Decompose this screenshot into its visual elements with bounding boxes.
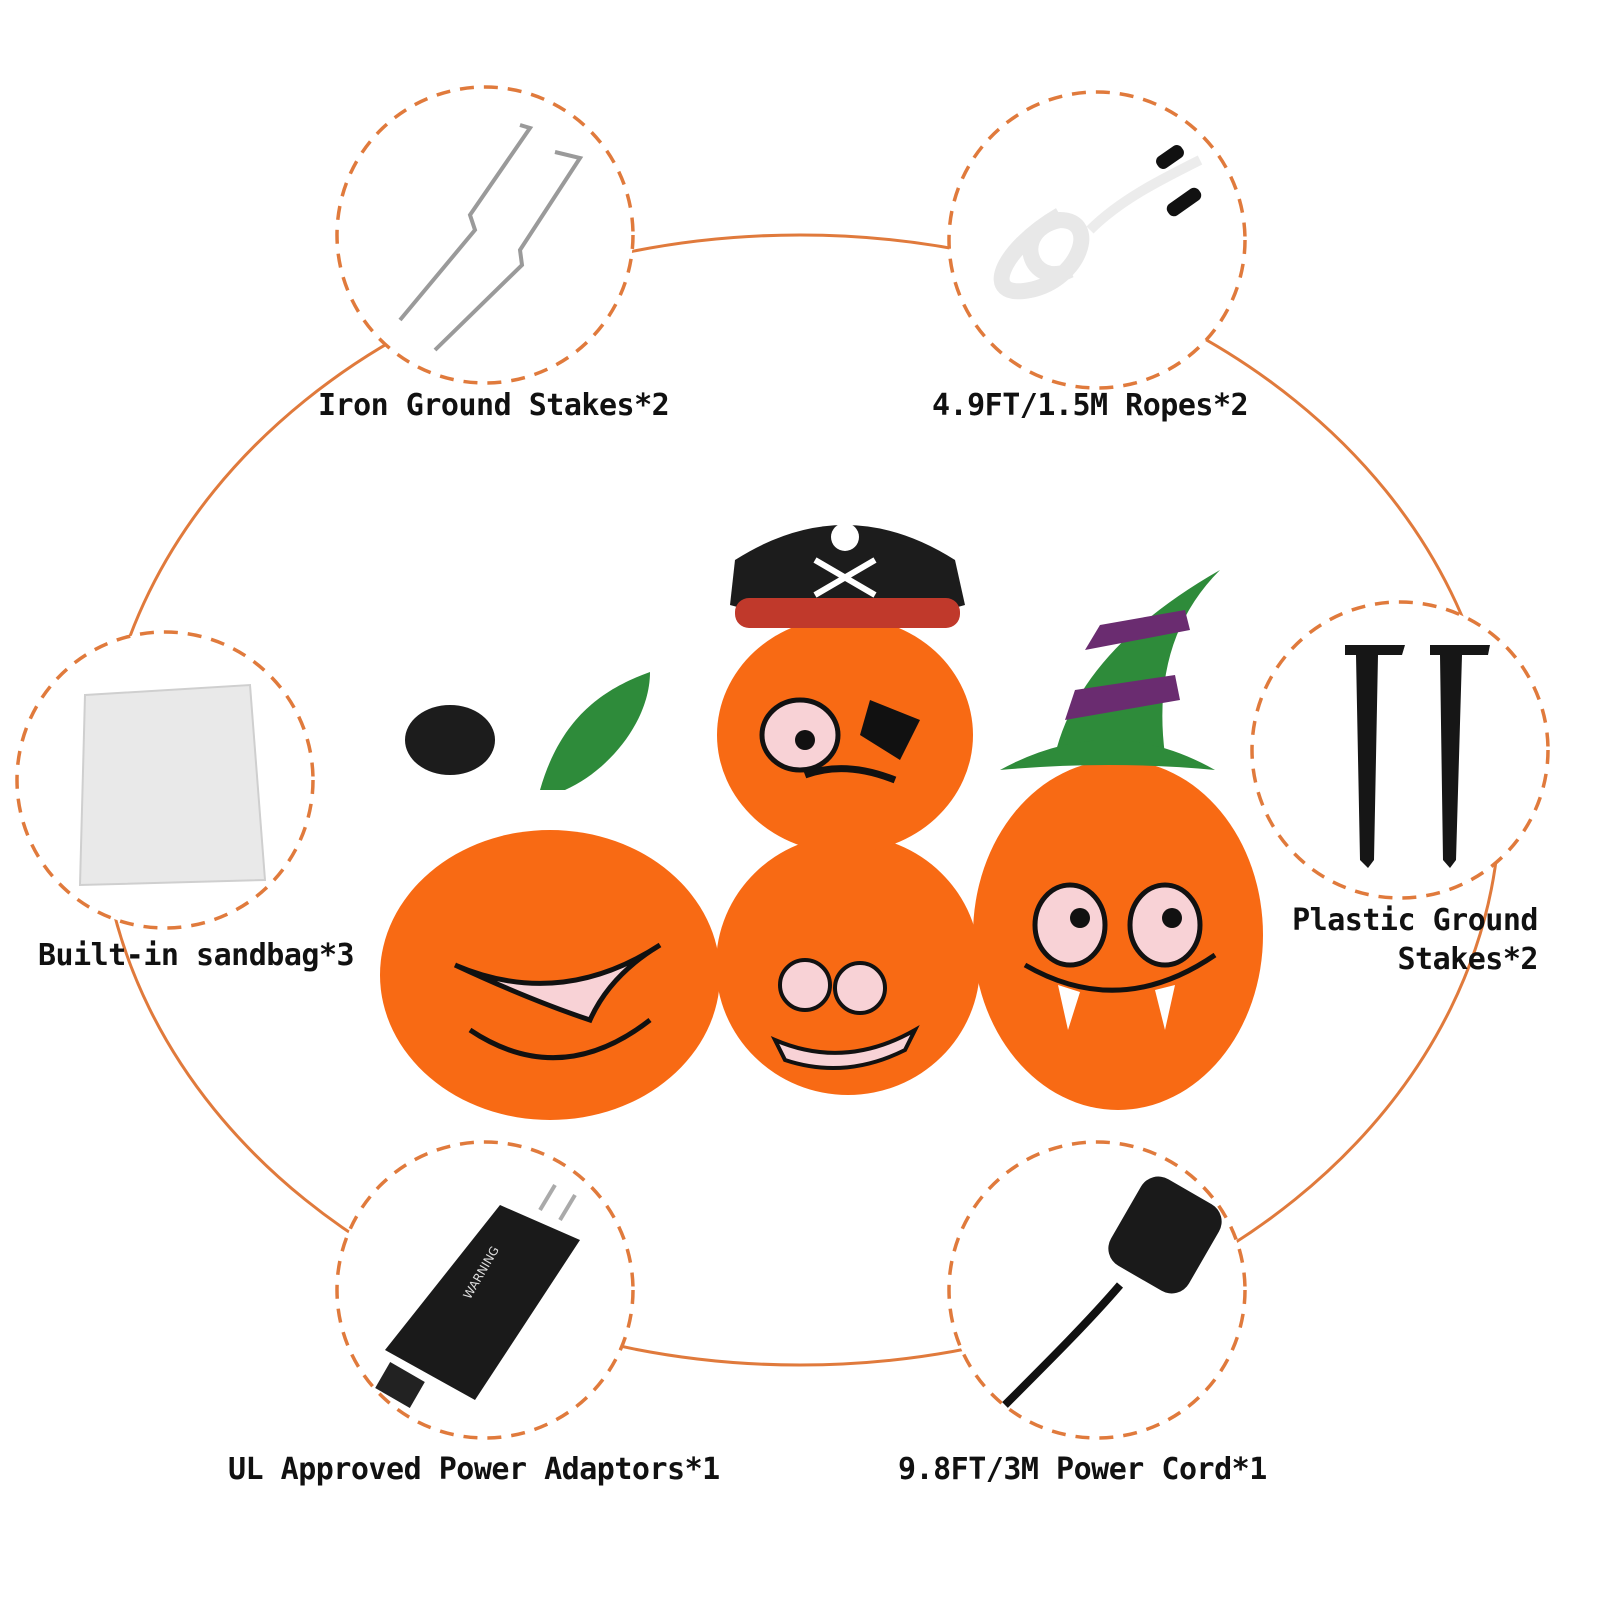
circle-plastic-stakes: [1250, 600, 1550, 900]
label-ropes: 4.9FT/1.5M Ropes*2: [932, 388, 1249, 423]
sandbag-icon: [78, 683, 267, 887]
circle-cord: [947, 1140, 1247, 1440]
iron-stake-icon: [398, 123, 584, 352]
spider: [405, 705, 495, 775]
power-adaptor-icon: WARNING: [375, 1183, 580, 1408]
label-iron-stakes: Iron Ground Stakes*2: [318, 388, 670, 423]
label-plastic-stakes-line2: Stakes*2: [1397, 942, 1539, 977]
label-plastic-stakes: Plastic Ground: [1292, 903, 1538, 938]
circle-ropes: [947, 90, 1247, 390]
label-adaptor: UL Approved Power Adaptors*1: [228, 1452, 720, 1487]
power-cord-icon: [1002, 1176, 1222, 1408]
accessory-circles: [15, 85, 1550, 1440]
label-sandbag: Built-in sandbag*3: [38, 938, 355, 973]
inflatable-pumpkins: [380, 523, 1263, 1120]
circle-iron-stakes: [335, 85, 635, 385]
label-cord: 9.8FT/3M Power Cord*1: [898, 1452, 1267, 1487]
rope-icon: [993, 145, 1203, 300]
plastic-stake-icon: [1345, 645, 1490, 868]
